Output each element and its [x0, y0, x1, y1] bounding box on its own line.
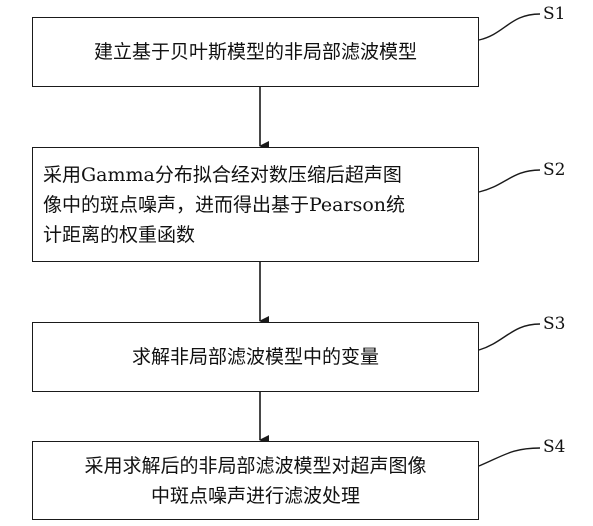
step-box-s1: 建立基于贝叶斯模型的非局部滤波模型 [32, 17, 479, 87]
step-box-s3: 求解非局部滤波模型中的变量 [32, 322, 479, 392]
leader-s1 [478, 13, 541, 41]
leader-s4 [478, 447, 541, 467]
step-label-s2: S2 [543, 160, 566, 180]
step-box-s4: 采用求解后的非局部滤波模型对超声图像 中斑点噪声进行滤波处理 [32, 441, 479, 520]
leader-s2 [478, 169, 541, 193]
step-box-s2: 采用Gamma分布拟合经对数压缩后超声图 像中的斑点噪声，进而得出基于Pears… [32, 147, 479, 262]
step-label-s4: S4 [543, 437, 566, 457]
step-text-s1: 建立基于贝叶斯模型的非局部滤波模型 [93, 41, 417, 63]
leader-s3 [478, 323, 541, 351]
step-label-s1: S1 [543, 4, 566, 24]
step-text-s4: 采用求解后的非局部滤波模型对超声图像 中斑点噪声进行滤波处理 [84, 454, 427, 507]
step-label-s3: S3 [543, 314, 566, 334]
step-text-s3: 求解非局部滤波模型中的变量 [131, 346, 379, 368]
step-text-s2: 采用Gamma分布拟合经对数压缩后超声图 像中的斑点噪声，进而得出基于Pears… [43, 163, 406, 246]
